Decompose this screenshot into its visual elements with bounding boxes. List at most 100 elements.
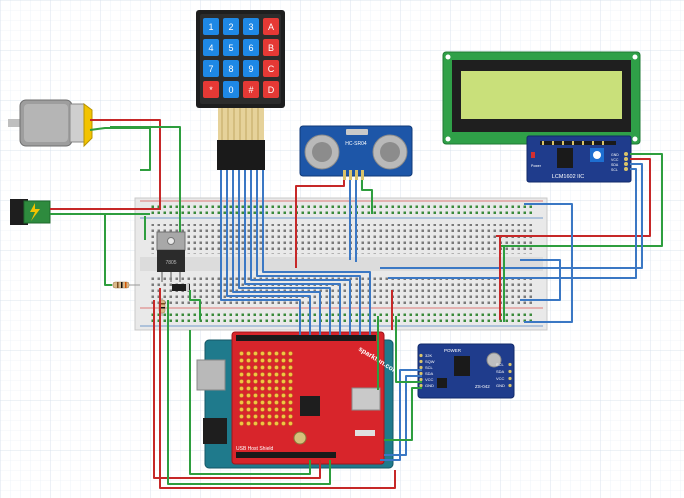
keypad-key	[263, 39, 279, 56]
rtc-right-pin	[508, 383, 512, 388]
keypad-key	[263, 60, 279, 77]
wires	[50, 119, 663, 489]
wire-motor-red	[90, 119, 161, 210]
keypad-key	[243, 39, 259, 56]
rtc-left-pin-label: SQW	[425, 359, 435, 364]
wire-red-bottom	[159, 288, 396, 489]
rtc-right-pin-label: SDA	[496, 369, 505, 374]
keypad-key-label: 9	[248, 64, 253, 74]
dc-power-jack	[10, 199, 51, 225]
wire-keypad-5	[244, 170, 341, 335]
keypad-key	[243, 18, 259, 35]
rtc-left-pin	[419, 353, 423, 358]
wire-green-loop	[104, 214, 112, 286]
ultrasonic-sensor: HC-SR04	[299, 125, 413, 180]
rtc-right-pin-label: SCL	[496, 362, 505, 367]
keypad-key-label: A	[268, 22, 274, 32]
wire-lcd-sda	[380, 163, 643, 269]
keypad-key-label: 2	[228, 22, 233, 32]
keypad-key	[243, 81, 259, 98]
wire-lcd-gnd	[500, 153, 663, 247]
wire-keypad-1	[220, 170, 301, 335]
keypad-key-label: 7	[208, 64, 213, 74]
wire-rtc-vcc	[395, 316, 422, 383]
keypad-key-label: 6	[248, 43, 253, 53]
rtc-left-pin	[419, 371, 423, 376]
lcd-display: Power LCM1602 IIC GND VCC SDA SCL	[442, 51, 641, 183]
wire-green-diode	[189, 290, 201, 320]
keypad-key	[203, 39, 219, 56]
keypad-key-label: 0	[228, 85, 233, 95]
rtc-chip-label: ZS-042	[475, 384, 490, 389]
wire-keypad-8	[262, 170, 371, 335]
keypad-key-label: 4	[208, 43, 213, 53]
wire-keypad-4	[238, 170, 331, 335]
wire-keypad-7	[256, 170, 361, 335]
keypad-key-label: B	[268, 43, 274, 53]
wire-rtc-scl	[380, 369, 422, 461]
lcd-pin-gnd: GND	[611, 153, 619, 157]
keypad-key	[203, 60, 219, 77]
rtc-left-pin	[419, 359, 423, 364]
keypad-key-label: 1	[208, 22, 213, 32]
voltage-regulator: 7805	[156, 231, 186, 282]
wire-green-ard	[189, 330, 311, 475]
rtc-left-pin-label: 32K	[425, 353, 432, 358]
lcd-pin-sda: SDA	[611, 163, 619, 167]
wire-keypad-3	[232, 170, 321, 335]
wire-us-vcc	[295, 180, 345, 268]
rtc-right-pin	[508, 369, 512, 374]
wire-us-gnd	[361, 180, 373, 214]
rtc-left-pin-label: SCL	[425, 365, 434, 370]
wire-rtc-sda	[384, 375, 422, 456]
lcd-pin-scl: SCL	[611, 168, 618, 172]
regulator-label: 7805	[165, 260, 176, 266]
keypad-key	[203, 81, 219, 98]
shield-bottom-label: USB Host Shield	[236, 446, 273, 452]
wire-rtc-gnd	[384, 387, 422, 441]
ultrasonic-label: HC-SR04	[345, 141, 367, 147]
rtc-power-label: POWER	[444, 348, 462, 353]
rtc-left-pin	[419, 383, 423, 388]
wire-keypad-6	[250, 170, 351, 335]
wire-lcd-scl	[388, 168, 637, 279]
keypad-key-label: C	[268, 64, 275, 74]
rtc-left-pin-label: SDA	[425, 371, 434, 376]
keypad-key	[263, 18, 279, 35]
rtc-left-pin	[419, 365, 423, 370]
wire-motor-green-2	[110, 126, 181, 232]
keypad-key	[263, 81, 279, 98]
wire-keypad-2	[226, 170, 311, 335]
rtc-right-pin-label: VCC	[496, 376, 505, 381]
keypad-key-label: D	[268, 85, 275, 95]
rtc-right-pin	[508, 362, 512, 367]
keypad-key-label: *	[209, 85, 213, 95]
lcd-pin-vcc: VCC	[611, 158, 619, 162]
rtc-left-pin	[419, 377, 423, 382]
keypad-key	[223, 81, 239, 98]
wire-rail-blue-2	[520, 259, 561, 301]
keypad-key	[223, 39, 239, 56]
keypad-key	[243, 60, 259, 77]
wire-rail-blue-1	[524, 203, 573, 323]
keypad-key	[203, 18, 219, 35]
usb-host-shield: sparkfun.com USB Host Shield	[231, 331, 400, 465]
wire-red-gnd	[153, 300, 321, 479]
rtc-right-pin	[508, 376, 512, 381]
dc-motor	[8, 99, 93, 148]
diode	[172, 284, 190, 291]
rtc-left-pin-label: VCC	[425, 377, 434, 382]
rtc-right-pin-label: GND	[496, 383, 505, 388]
keypad-key-label: 8	[228, 64, 233, 74]
lcd-power-label: Power	[531, 164, 542, 168]
rtc-left-pin-label: GND	[425, 383, 434, 388]
keypad-key	[223, 18, 239, 35]
keypad-key-label: 5	[228, 43, 233, 53]
keypad-key	[223, 60, 239, 77]
keypad-key-label: #	[248, 85, 253, 95]
wire-green-bottom	[167, 300, 331, 485]
lcd-module-label: LCM1602 IIC	[552, 174, 584, 180]
